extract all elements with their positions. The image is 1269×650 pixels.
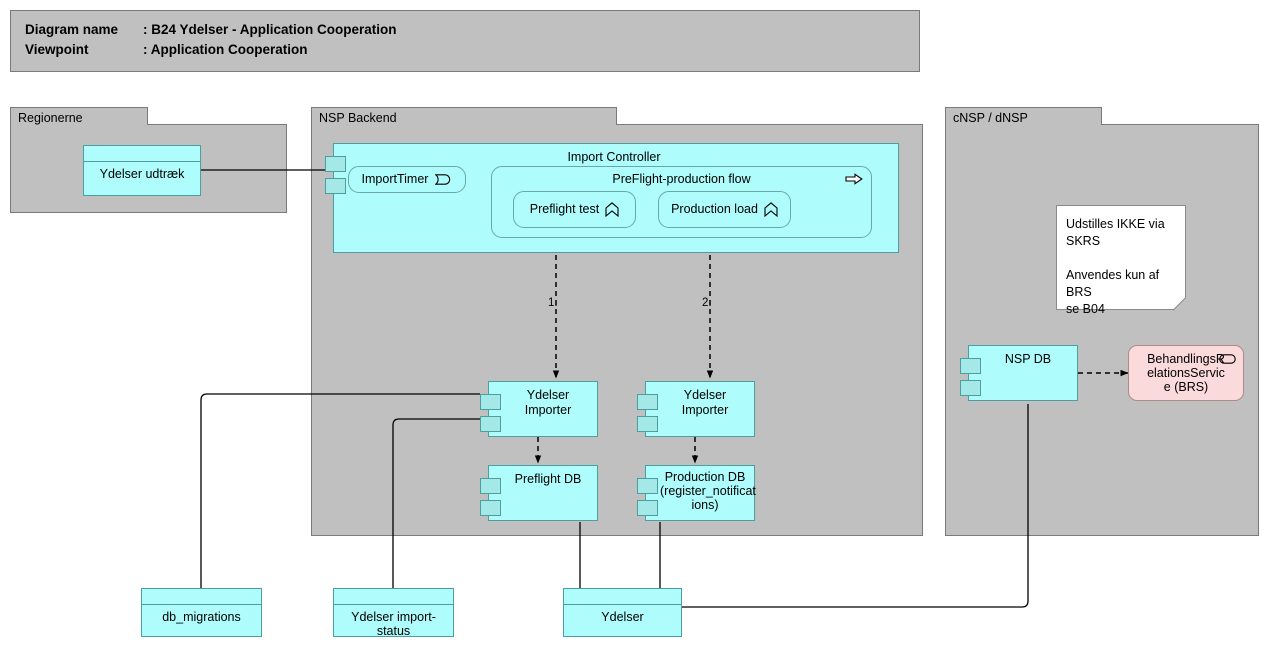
- shape-label-preflight-production-flow: PreFlight-production flow: [612, 172, 751, 186]
- component-tab-icon: [480, 500, 501, 516]
- component-ydelser-importer-2[interactable]: Ydelser Importer: [637, 381, 755, 437]
- diagram-title-box: Diagram name : B24 Ydelser - Application …: [10, 10, 920, 72]
- shape-label-preflight-test: Preflight test: [529, 202, 600, 216]
- entity-label-ydelser-udtraek: Ydelser udtræk: [99, 167, 185, 181]
- function-chevron-icon: [605, 202, 619, 217]
- sequence-label-1: 1.: [548, 297, 558, 309]
- shape-label-brs-service: BehandlingsR elationsServic e (BRS): [1147, 352, 1225, 394]
- component-tab-icon: [637, 478, 658, 494]
- component-tab-icon: [480, 416, 501, 432]
- entity-ydelser-import-status[interactable]: Ydelser import- status: [333, 588, 454, 638]
- viewpoint-value: : Application Cooperation: [143, 42, 308, 57]
- entity-label-ydelser-import-status: Ydelser import- status: [351, 610, 436, 638]
- component-tab-icon: [480, 478, 501, 494]
- entity-label-db-migrations: db_migrations: [162, 610, 241, 624]
- component-tab-icon: [960, 358, 981, 374]
- entity-header-strip: [84, 146, 200, 162]
- component-label-nsp-db: NSP DB: [1004, 352, 1052, 366]
- component-ydelser-importer-1[interactable]: Ydelser Importer: [480, 381, 598, 437]
- component-label-ydelser-importer-2: Ydelser Importer: [681, 388, 729, 417]
- entity-label-ydelser: Ydelser: [601, 610, 644, 624]
- component-tab-icon: [325, 178, 346, 194]
- component-tab-icon: [325, 156, 346, 172]
- entity-header-strip: [142, 589, 261, 605]
- component-preflight-db[interactable]: Preflight DB: [480, 465, 598, 521]
- group-label-cnsp-dnsp: cNSP / dNSP: [953, 111, 1028, 125]
- component-label-production-db: Production DB (register_notificat ions): [660, 470, 756, 512]
- shape-brs-service[interactable]: BehandlingsR elationsServic e (BRS): [1128, 345, 1244, 401]
- shape-production-load[interactable]: Production load: [658, 191, 791, 228]
- process-arrow-icon: [845, 173, 863, 185]
- component-tab-icon: [637, 416, 658, 432]
- component-tab-icon: [480, 394, 501, 410]
- group-label-regionerne: Regionerne: [18, 111, 83, 125]
- interface-oval-icon: [1219, 354, 1236, 364]
- component-tab-icon: [637, 500, 658, 516]
- diagram-name-line: Diagram name : B24 Ydelser - Application …: [25, 20, 905, 40]
- group-tab-regionerne: Regionerne: [10, 107, 148, 125]
- component-production-db[interactable]: Production DB (register_notificat ions): [637, 465, 756, 521]
- component-label-ydelser-importer-1: Ydelser Importer: [524, 388, 572, 417]
- viewpoint-line: Viewpoint : Application Cooperation: [25, 40, 905, 60]
- sequence-label-2: 2.: [702, 297, 712, 309]
- shape-import-timer[interactable]: ImportTimer: [348, 166, 466, 193]
- entity-header-strip: [334, 589, 453, 605]
- entity-header-strip: [564, 589, 681, 605]
- component-label-import-controller: Import Controller: [567, 150, 661, 164]
- group-tab-cnsp-dnsp: cNSP / dNSP: [945, 107, 1102, 125]
- group-tab-nsp-backend: NSP Backend: [311, 107, 617, 125]
- component-tab-icon: [960, 380, 981, 396]
- component-tab-icon: [637, 394, 658, 410]
- entity-ydelser[interactable]: Ydelser: [563, 588, 682, 637]
- diagram-name-key: Diagram name: [25, 22, 119, 37]
- entity-db-migrations[interactable]: db_migrations: [141, 588, 262, 637]
- shape-label-import-timer: ImportTimer: [361, 172, 429, 186]
- viewpoint-key: Viewpoint: [25, 42, 89, 57]
- group-label-nsp-backend: NSP Backend: [319, 111, 397, 125]
- component-label-preflight-db: Preflight DB: [514, 472, 582, 486]
- component-nsp-db[interactable]: NSP DB: [960, 345, 1078, 401]
- shape-preflight-test[interactable]: Preflight test: [513, 191, 636, 228]
- entity-ydelser-udtraek[interactable]: Ydelser udtræk: [83, 145, 201, 196]
- shape-label-production-load: Production load: [671, 202, 758, 216]
- group-body-cnsp-dnsp: [945, 124, 1259, 536]
- diagram-name-value: : B24 Ydelser - Application Cooperation: [143, 22, 397, 37]
- event-icon: [435, 174, 452, 185]
- function-chevron-icon: [764, 202, 778, 217]
- note-text: Udstilles IKKE via SKRS Anvendes kun af …: [1066, 217, 1165, 316]
- note-skrs: Udstilles IKKE via SKRS Anvendes kun af …: [1056, 205, 1186, 316]
